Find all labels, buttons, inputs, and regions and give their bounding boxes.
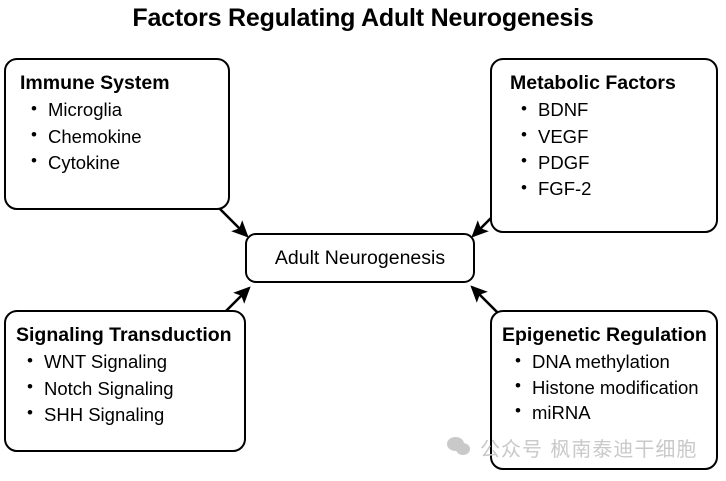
list-item: PDGF: [521, 149, 706, 176]
node-item-list: BDNF VEGF PDGF FGF-2: [510, 97, 706, 202]
node-title: Epigenetic Regulation: [502, 324, 707, 346]
node-epigenetic-regulation[interactable]: Epigenetic Regulation DNA methylation Hi…: [490, 310, 718, 470]
node-title: Immune System: [20, 72, 170, 94]
list-item: Microglia: [31, 97, 218, 123]
node-adult-neurogenesis[interactable]: Adult Neurogenesis: [245, 233, 475, 283]
node-item-list: Microglia Chemokine Cytokine: [20, 97, 218, 176]
node-title: Metabolic Factors: [510, 72, 676, 94]
list-item: BDNF: [521, 97, 706, 123]
node-title: Adult Neurogenesis: [274, 246, 446, 269]
list-item: FGF-2: [521, 176, 706, 202]
node-item-list: WNT Signaling Notch Signaling SHH Signal…: [16, 349, 238, 428]
list-item: DNA methylation: [515, 349, 708, 374]
list-item: miRNA: [515, 399, 708, 425]
wechat-logo-icon: [447, 436, 473, 458]
list-item: Chemokine: [31, 123, 218, 150]
node-immune-system[interactable]: Immune System Microglia Chemokine Cytoki…: [4, 58, 230, 210]
node-signaling-transduction[interactable]: Signaling Transduction WNT Signaling Not…: [4, 310, 246, 452]
list-item: SHH Signaling: [27, 401, 238, 428]
list-item: VEGF: [521, 123, 706, 150]
list-item: WNT Signaling: [27, 349, 238, 375]
node-item-list: DNA methylation Histone modification miR…: [502, 349, 708, 424]
node-metabolic-factors[interactable]: Metabolic Factors BDNF VEGF PDGF FGF-2: [490, 58, 718, 233]
page-title: Factors Regulating Adult Neurogenesis: [132, 4, 594, 32]
node-title: Signaling Transduction: [16, 324, 232, 346]
list-item: Cytokine: [31, 149, 218, 176]
edge-immune-to-center: [215, 204, 249, 238]
list-item: Histone modification: [515, 374, 708, 400]
list-item: Notch Signaling: [27, 375, 238, 402]
